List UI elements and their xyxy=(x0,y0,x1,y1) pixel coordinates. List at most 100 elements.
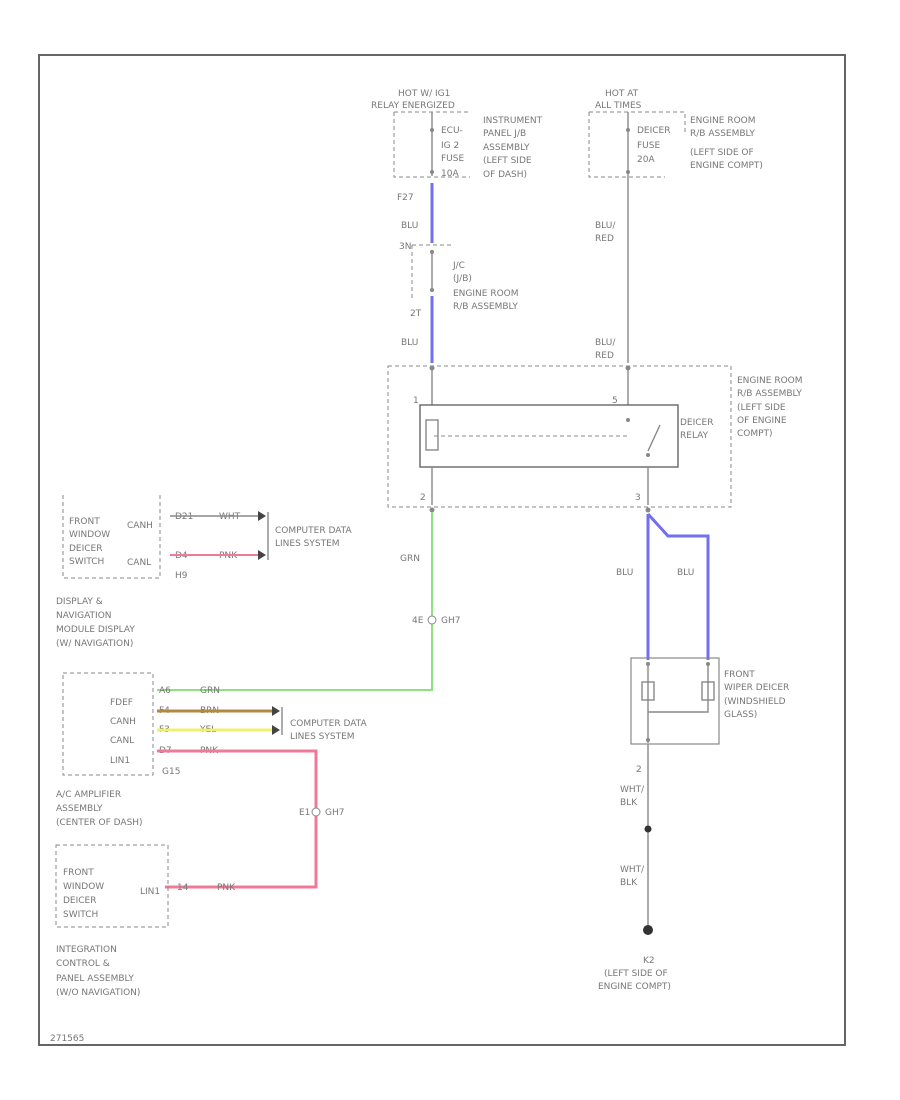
fuse-at-loc-2: R/B ASSEMBLY xyxy=(690,129,755,139)
fuse-at-loc-1: ENGINE ROOM xyxy=(690,116,756,126)
relay-name-2: RELAY xyxy=(680,431,709,441)
ac-connector: G15 xyxy=(162,767,180,777)
junction-loc-2: R/B ASSEMBLY xyxy=(453,302,518,312)
relay-pin-5: 5 xyxy=(612,396,618,406)
deicer-switch-can: FRONT WINDOW DEICER SWITCH CANH CANL D21… xyxy=(62,495,241,581)
cdl-2-line-1: COMPUTER DATA xyxy=(290,719,367,729)
wire-label-blured-1a: BLU/ xyxy=(595,221,616,231)
fuse-at-loc-4: ENGINE COMPT) xyxy=(690,161,763,171)
fuse-hot-name-3: FUSE xyxy=(441,154,464,164)
relay-loc-4: OF ENGINE xyxy=(737,416,787,426)
relay-loc-2: R/B ASSEMBLY xyxy=(737,389,802,399)
fuse-hot-pin: F27 xyxy=(397,193,414,203)
wire-label-blured-2b: RED xyxy=(595,351,614,361)
relay-name-1: DEICER xyxy=(680,418,714,428)
fuse-at-header-2: ALL TIMES xyxy=(595,101,642,111)
fuse-hot-loc-3: ASSEMBLY xyxy=(483,143,530,153)
fuse-at-name-2: FUSE xyxy=(637,141,660,151)
switch-can-color-1: WHT xyxy=(219,512,241,522)
wiper-label-4: GLASS) xyxy=(724,710,757,720)
diagram-id: 271565 xyxy=(50,1034,84,1044)
display-module-4: (W/ NAVIGATION) xyxy=(56,639,133,649)
splice-grn-pin: 4E xyxy=(412,616,424,626)
fuse-hot-loc-5: OF DASH) xyxy=(483,170,527,180)
ac-amplifier: FDEF CANH CANL LIN1 A6 F4 F3 D7 GRN BRN … xyxy=(62,672,220,777)
ac-term-canh: CANH xyxy=(110,717,136,727)
ecu-ig2-fuse-block: HOT W/ IG1 RELAY ENERGIZED ECU- IG 2 FUS… xyxy=(371,89,543,203)
ac-label-2: ASSEMBLY xyxy=(56,804,103,814)
switch-lin-color: PNK xyxy=(217,883,236,893)
wiper-pin: 2 xyxy=(636,765,642,775)
relay-pin-2: 2 xyxy=(420,493,426,503)
junction-label-2: (J/B) xyxy=(453,274,472,284)
fuse-at-loc-3: (LEFT SIDE OF xyxy=(690,148,754,158)
ac-term-lin1: LIN1 xyxy=(110,756,130,766)
relay-loc-1: ENGINE ROOM xyxy=(737,376,803,386)
fuse-at-header-1: HOT AT xyxy=(605,89,639,99)
relay-loc-3: (LEFT SIDE xyxy=(737,403,786,413)
fuse-at-name-1: DEICER xyxy=(637,126,671,136)
fuse-hot-name-1: ECU- xyxy=(441,126,463,136)
fuse-at-rating: 20A xyxy=(637,155,655,165)
ground-loc-2: ENGINE COMPT) xyxy=(598,982,671,992)
junction-pin-top: 3N xyxy=(399,242,411,252)
switch-lin-label-3: DEICER xyxy=(63,896,97,906)
switch-can-label-3: DEICER xyxy=(69,544,103,554)
relay-loc-5: COMPT) xyxy=(737,429,773,439)
wire-label-whtblk-2b: BLK xyxy=(620,878,638,888)
wire-label-blured-2a: BLU/ xyxy=(595,338,616,348)
relay-pin-3: 3 xyxy=(635,493,641,503)
junction-pin-bottom: 2T xyxy=(410,309,422,319)
display-module-2: NAVIGATION xyxy=(56,611,112,621)
wire-grn xyxy=(157,512,433,691)
junction-connector: 3N J/C (J/B) ENGINE ROOM R/B ASSEMBLY 2T xyxy=(399,242,519,319)
switch-can-connector: H9 xyxy=(175,571,188,581)
wire-blu-4 xyxy=(646,512,710,660)
wiper-label-1: FRONT xyxy=(724,670,755,680)
junction-label-1: J/C xyxy=(452,261,465,271)
wiper-label-2: WIPER DEICER xyxy=(724,683,789,693)
ac-label-1: A/C AMPLIFIER xyxy=(56,790,121,800)
switch-can-label-1: FRONT xyxy=(69,517,100,527)
diagram-frame xyxy=(38,54,846,1046)
switch-can-chan-l: CANL xyxy=(127,558,151,568)
cdl-1-line-1: COMPUTER DATA xyxy=(275,526,352,536)
switch-can-label-4: SWITCH xyxy=(69,557,104,567)
deicer-relay-block: 1 5 2 3 DEICER RELAY ENGINE ROOM R/B ASS… xyxy=(387,365,803,508)
fuse-hot-loc-2: PANEL J/B xyxy=(483,129,526,139)
ground-icon xyxy=(643,925,653,935)
front-wiper-deicer: FRONT WIPER DEICER (WINDSHIELD GLASS) 2 xyxy=(630,657,789,775)
integration-panel-3: PANEL ASSEMBLY xyxy=(56,974,134,984)
fuse-hot-header-2: RELAY ENERGIZED xyxy=(371,101,455,111)
integration-panel-1: INTEGRATION xyxy=(56,945,117,955)
switch-can-label-2: WINDOW xyxy=(69,530,110,540)
integration-panel-2: CONTROL & xyxy=(56,959,110,969)
switch-can-chan-h: CANH xyxy=(127,521,153,531)
splice-grn-side: GH7 xyxy=(441,616,460,626)
ac-color-1: GRN xyxy=(200,686,220,696)
junction-loc-1: ENGINE ROOM xyxy=(453,289,519,299)
switch-lin-term: LIN1 xyxy=(140,887,160,897)
ac-term-fdef: FDEF xyxy=(110,698,133,708)
deicer-switch-lin: FRONT WINDOW DEICER SWITCH LIN1 14 PNK xyxy=(55,844,236,928)
display-module-3: MODULE DISPLAY xyxy=(56,625,135,635)
wire-label-blu-3: BLU xyxy=(616,568,633,578)
fuse-hot-rating: 10A xyxy=(441,169,459,179)
wire-label-whtblk-1b: BLK xyxy=(620,798,638,808)
ground-name: K2 xyxy=(643,956,655,966)
wiper-label-3: (WINDSHIELD xyxy=(724,697,786,707)
wire-label-blu-2: BLU xyxy=(401,338,418,348)
ac-term-canl: CANL xyxy=(110,736,134,746)
switch-lin-label-1: FRONT xyxy=(63,868,94,878)
wire-label-blu-1: BLU xyxy=(401,221,418,231)
fuse-hot-loc-1: INSTRUMENT xyxy=(483,116,543,126)
cdl-1-line-2: LINES SYSTEM xyxy=(275,539,340,549)
wire-label-blured-1b: RED xyxy=(595,234,614,244)
ground-loc-1: (LEFT SIDE OF xyxy=(604,969,668,979)
relay-pin-1: 1 xyxy=(413,396,419,406)
splice-pink-side: GH7 xyxy=(325,808,344,818)
wire-label-grn: GRN xyxy=(400,554,420,564)
display-module-1: DISPLAY & xyxy=(56,597,103,607)
switch-lin-label-4: SWITCH xyxy=(63,910,98,920)
